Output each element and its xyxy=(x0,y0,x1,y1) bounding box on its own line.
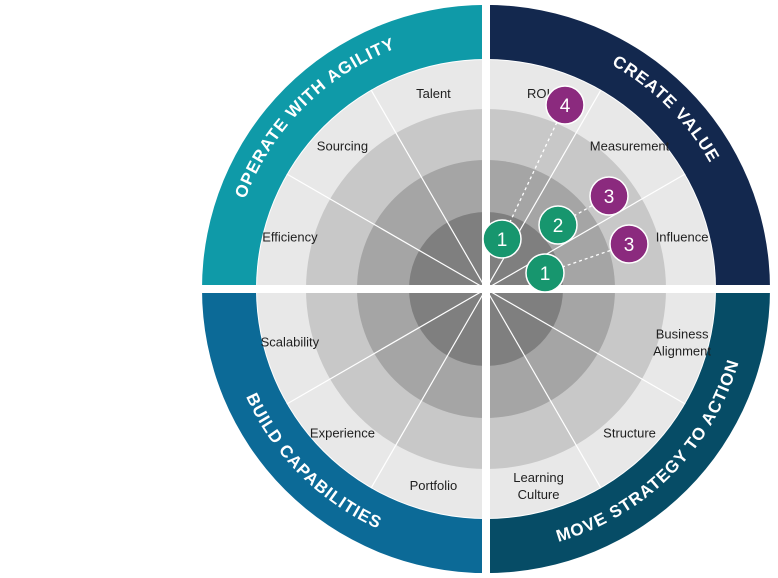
marker-number: 3 xyxy=(624,235,635,256)
segment-divider xyxy=(370,89,487,290)
segment-label-talent: Talent xyxy=(416,86,451,101)
segment-label-portfolio: Portfolio xyxy=(410,478,458,493)
marker-number: 3 xyxy=(604,187,615,208)
marker-connector xyxy=(501,104,566,240)
marker-current-influence xyxy=(525,253,565,293)
segment-divider xyxy=(286,288,487,405)
segment-label-measurement: Measurement xyxy=(590,138,670,153)
segment-divider xyxy=(286,173,487,290)
marker-number: 1 xyxy=(540,264,551,285)
marker-target-roi xyxy=(545,85,585,125)
marker-current-roi xyxy=(482,219,522,259)
segment-label-experience: Experience xyxy=(310,426,375,441)
segment-label-structure: Structure xyxy=(603,426,656,441)
segment-label-roi: ROI xyxy=(527,86,550,101)
segment-divider xyxy=(485,288,686,405)
segment-divider xyxy=(485,173,686,290)
segment-divider xyxy=(485,288,602,489)
segment-label-influence: Influence xyxy=(656,229,709,244)
segment-label-efficiency: Efficiency xyxy=(262,229,318,244)
marker-target-measurement xyxy=(589,176,629,216)
segment-label-scalability: Scalability xyxy=(261,335,320,350)
segment-divider xyxy=(370,288,487,489)
marker-number: 1 xyxy=(497,230,508,251)
maturity-markers: 4 3 3 1 2 1 xyxy=(482,85,649,293)
quadrant-divider-horizontal xyxy=(200,285,772,293)
segment-label-sourcing: Sourcing xyxy=(317,138,368,153)
marker-number: 2 xyxy=(553,216,564,237)
marker-target-influence xyxy=(609,224,649,264)
marker-current-measurement xyxy=(538,205,578,245)
marker-number: 4 xyxy=(560,96,571,117)
